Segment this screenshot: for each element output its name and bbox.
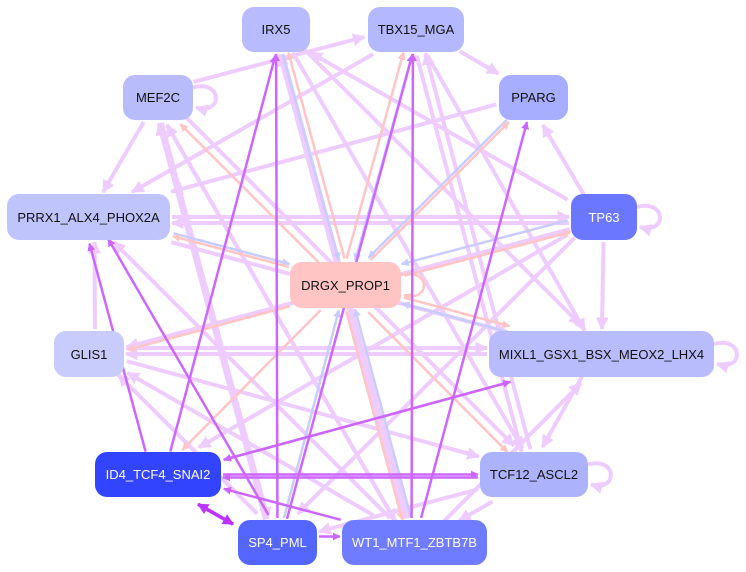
edge-DRGX-to-MIXL1 <box>403 296 511 329</box>
node-id4[interactable]: ID4_TCF4_SNAI2 <box>95 452 221 497</box>
edge-DRGX-to-GLIS1 <box>126 305 290 352</box>
node-mixl1[interactable]: MIXL1_GSX1_BSX_MEOX2_LHX4 <box>489 331 714 377</box>
edge-WT1-to-DRGX <box>353 308 413 518</box>
edge-TBX15_MGA-to-MIXL1 <box>425 54 587 332</box>
edge-TP63-to-IRX5 <box>309 50 569 202</box>
node-tp63[interactable]: TP63 <box>571 194 637 240</box>
edge-DRGX-to-MEF2C <box>179 123 320 264</box>
edge-DRGX-to-TCF12 <box>367 311 509 453</box>
node-label: DRGX_PROP1 <box>301 277 390 293</box>
edge-PRRX1-to-DRGX <box>173 232 291 267</box>
node-label: PRRX1_ALX4_PHOX2A <box>17 209 160 225</box>
node-wt1[interactable]: WT1_MTF1_ZBTB7B <box>342 520 487 565</box>
edge-ID4-to-IRX5 <box>169 54 278 452</box>
edge-DRGX-to-PPARG <box>369 121 510 261</box>
edge-TBX15_MGA-to-PPARG <box>458 49 500 76</box>
edge-DRGX-to-TBX15_MGA <box>345 51 406 259</box>
edge-IRX5-to-DRGX <box>281 53 341 261</box>
edge-DRGX-to-WT1 <box>345 311 405 521</box>
node-drgx[interactable]: DRGX_PROP1 <box>290 262 401 308</box>
edge-DRGX-to-ID4 <box>181 309 322 451</box>
edge-MEF2C-to-PRRX1 <box>101 120 146 194</box>
edge-WT1-to-TBX15_MGA <box>408 53 417 518</box>
edge-WT1-to-GLIS1 <box>126 371 375 518</box>
edge-ID4-to-MIXL1 <box>223 379 512 461</box>
edge-TCF12-to-TBX15_MGA <box>422 51 533 450</box>
edge-TP63-to-ID4 <box>197 232 569 450</box>
edge-SP4-to-DRGX <box>282 309 341 519</box>
edge-GLIS1-to-TCF12 <box>126 359 481 460</box>
edge-DRGX-to-IRX5 <box>286 51 346 259</box>
node-label: TCF12_ASCL2 <box>489 467 579 482</box>
node-label: IRX5 <box>261 22 291 37</box>
node-label: MIXL1_GSX1_BSX_MEOX2_LHX4 <box>498 346 705 362</box>
node-irx5[interactable]: IRX5 <box>242 7 310 52</box>
node-mef2c[interactable]: MEF2C <box>123 75 193 120</box>
node-label: PPARG <box>511 90 556 105</box>
node-sp4[interactable]: SP4_PML <box>238 520 317 565</box>
edge-TP63-to-MIXL1 <box>595 241 609 331</box>
edge-TP63-to-TP63 <box>636 203 662 237</box>
node-glis1[interactable]: GLIS1 <box>54 331 124 377</box>
node-label: TP63 <box>588 209 620 225</box>
edge-TP63-to-SP4 <box>296 236 577 516</box>
node-pparg[interactable]: PPARG <box>499 75 568 120</box>
edge-TP63-to-PPARG <box>541 123 586 197</box>
edge-TCF12-to-TCF12 <box>587 461 613 494</box>
edge-MIXL1-to-MIXL1 <box>713 340 739 374</box>
edge-IRX5-to-TCF12 <box>291 51 525 450</box>
node-label: ID4_TCF4_SNAI2 <box>105 467 211 482</box>
edge-WT1-to-PPARG <box>419 121 529 519</box>
node-label: MEF2C <box>135 90 181 105</box>
node-label: TBX15_MGA <box>377 22 455 37</box>
edge-SP4-to-IRX5 <box>272 53 281 519</box>
edge-WT1-to-ID4 <box>222 486 342 522</box>
edge-SP4-to-PRRX1 <box>107 238 270 516</box>
edge-MEF2C-to-MEF2C <box>192 84 218 117</box>
node-prrx1[interactable]: PRRX1_ALX4_PHOX2A <box>7 194 170 240</box>
node-tcf12[interactable]: TCF12_ASCL2 <box>480 452 588 497</box>
edge-WT1-to-MEF2C <box>165 123 397 522</box>
node-label: WT1_MTF1_ZBTB7B <box>352 535 477 550</box>
node-label: GLIS1 <box>70 346 108 362</box>
node-label: SP4_PML <box>248 535 307 550</box>
edge-DRGX-to-TP63 <box>404 229 572 277</box>
edge-TP63-to-DRGX <box>400 219 568 267</box>
edge-PPARG-to-DRGX <box>367 118 508 259</box>
edge-DRGX-to-PRRX1 <box>171 234 290 269</box>
edge-SP4-to-ID4 <box>197 502 234 526</box>
node-tbx15_mga[interactable]: TBX15_MGA <box>368 7 464 52</box>
edge-TCF12-to-WT1 <box>457 499 494 523</box>
edge-MIXL1-to-DRGX <box>401 301 509 334</box>
